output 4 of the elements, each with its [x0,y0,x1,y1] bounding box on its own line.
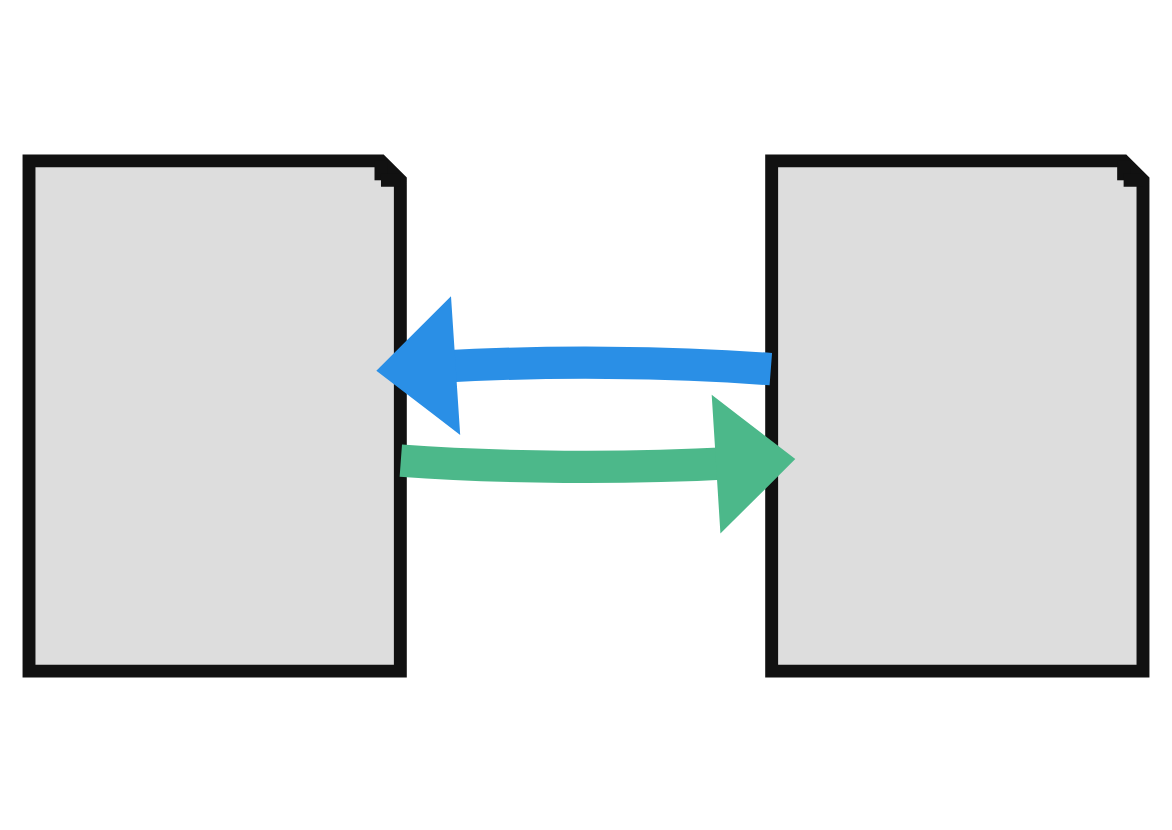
arrow [376,295,772,434]
node-document [22,153,407,677]
node-document [765,153,1150,677]
arrow [399,393,796,533]
